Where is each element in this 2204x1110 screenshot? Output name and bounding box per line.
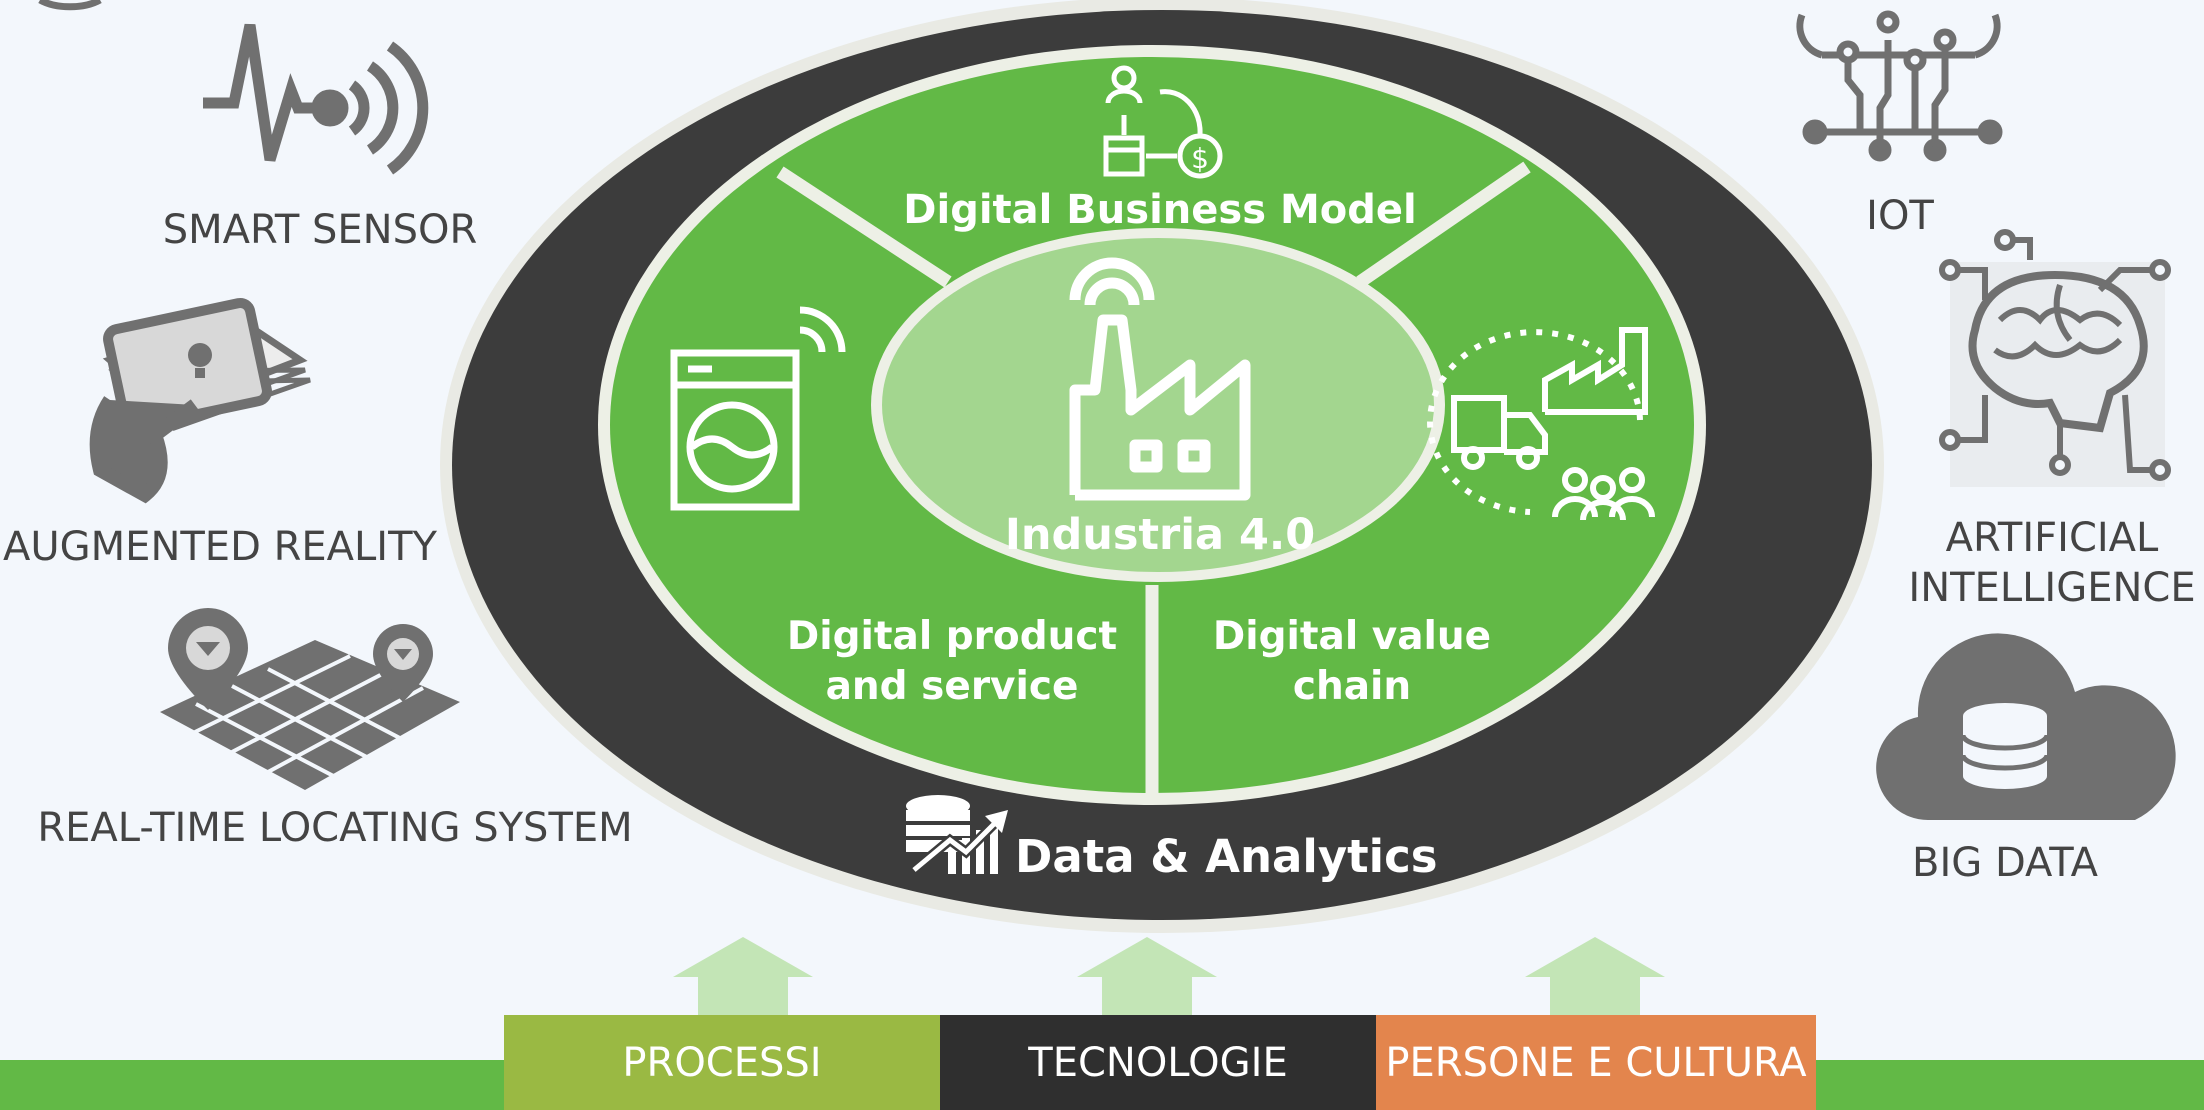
ring-label-bottom-left-line1: Digital product <box>786 614 1118 659</box>
label-smart-sensor: SMART SENSOR <box>162 207 478 253</box>
label-ai-line1: ARTIFICIAL <box>1945 515 2159 561</box>
ring-label-bottom-right-line1: Digital value <box>1212 614 1492 659</box>
center-ellipse <box>882 238 1434 572</box>
big-data-cloud-icon <box>1876 633 2176 820</box>
pillar-arrows <box>673 937 1665 1017</box>
augmented-reality-icon <box>89 297 311 504</box>
center-title: Industria 4.0 <box>1004 510 1316 560</box>
outer-ring-label: Data & Analytics <box>1015 830 1438 883</box>
label-artificial-intelligence: ARTIFICIAL INTELLIGENCE <box>1900 513 2204 613</box>
corner-circle-fragment <box>38 0 102 11</box>
arrow-tecnologie <box>1077 937 1217 1017</box>
ring-label-bottom-left-line2: and service <box>825 664 1079 709</box>
ring-label-bottom-left: Digital product and service <box>752 612 1152 712</box>
label-augmented-reality: AUGMENTED REALITY <box>3 524 437 570</box>
smart-washing-machine-icon <box>670 306 846 511</box>
smart-sensor-icon <box>203 23 429 175</box>
value-chain-icon <box>1427 327 1655 521</box>
arrow-processi <box>673 937 813 1017</box>
ai-brain-icon <box>1939 229 2171 487</box>
ring-label-bottom-right-line2: chain <box>1292 664 1412 709</box>
data-analytics-icon <box>906 795 1008 874</box>
arrow-persone <box>1525 937 1665 1017</box>
business-model-icon: $ <box>1103 65 1223 179</box>
label-iot: IOT <box>1866 193 1934 239</box>
ring-label-bottom-right: Digital value chain <box>1152 612 1552 712</box>
label-big-data: BIG DATA <box>1912 840 2098 886</box>
factory-icon <box>1069 257 1251 501</box>
pillar-persone-cultura: PERSONE E CULTURA <box>1376 1015 1816 1110</box>
pillar-processi: PROCESSI <box>504 1015 940 1110</box>
label-rtls: REAL-TIME LOCATING SYSTEM <box>37 805 633 851</box>
svg-text:$: $ <box>1191 142 1209 175</box>
pillar-tecnologie-label: TECNOLOGIE <box>1028 1039 1288 1086</box>
ring-label-top: Digital Business Model <box>903 187 1417 233</box>
iot-circuit-icon <box>1796 10 2003 162</box>
label-ai-line2: INTELLIGENCE <box>1908 565 2196 611</box>
ring-dividers <box>776 161 1531 795</box>
pillar-persone-label: PERSONE E CULTURA <box>1385 1039 1807 1086</box>
rtls-map-icon <box>160 608 460 790</box>
pillar-tecnologie: TECNOLOGIE <box>940 1015 1376 1110</box>
pillar-processi-label: PROCESSI <box>622 1039 822 1086</box>
